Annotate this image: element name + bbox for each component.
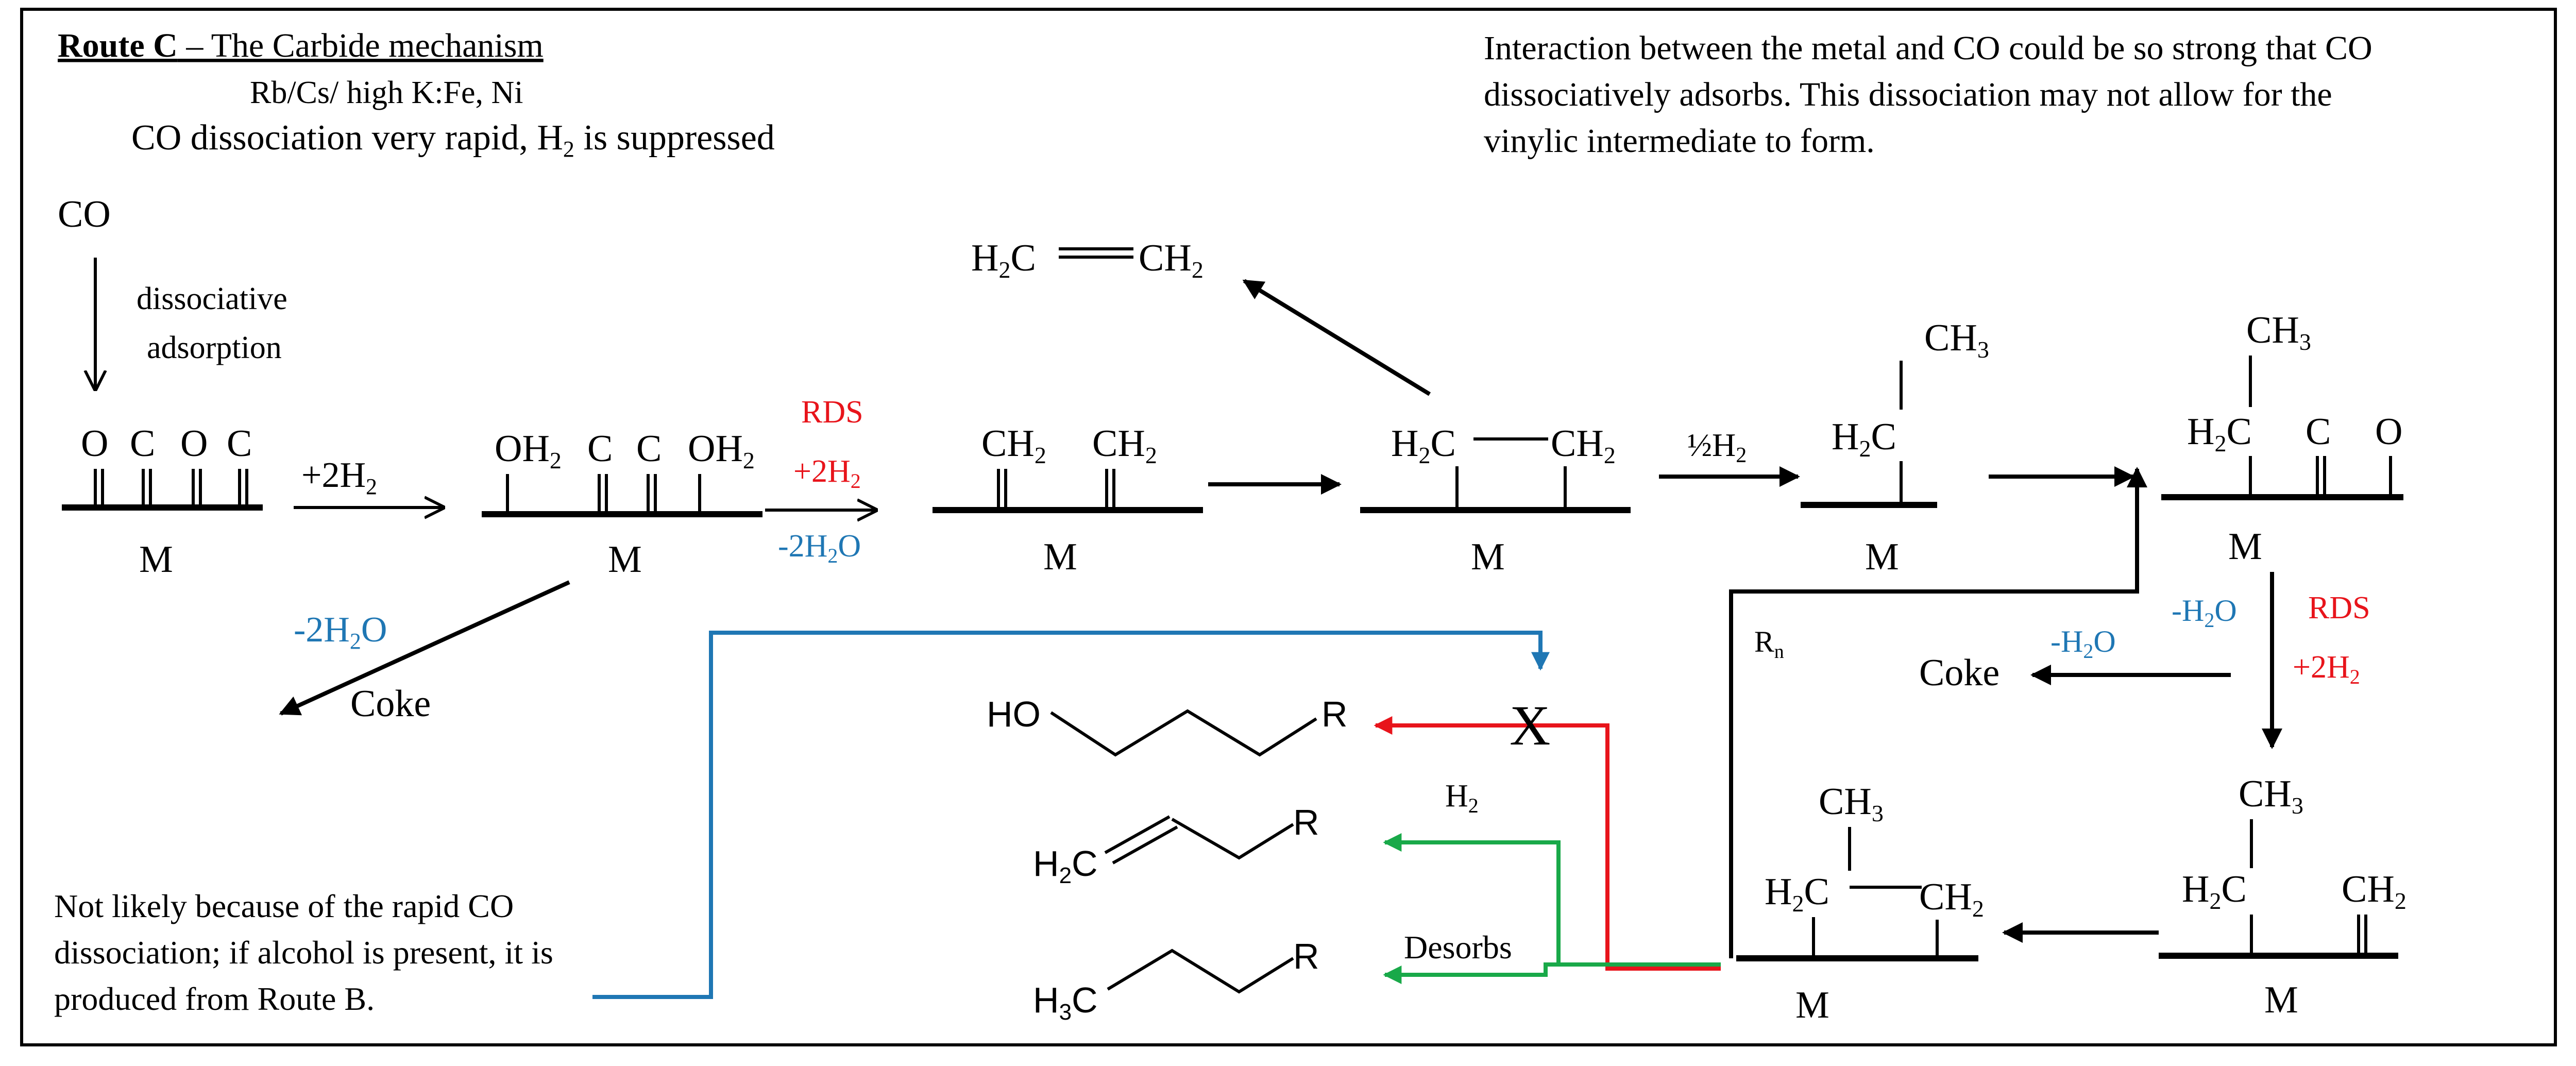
bottom-note-line-1: Not likely because of the rapid CO: [54, 888, 514, 924]
svg-text:-H2O: -H2O: [2050, 624, 2116, 663]
catalysts-label: Rb/Cs/ high K:Fe, Ni: [250, 75, 523, 110]
route-b-note-connector: [592, 631, 1550, 999]
coke-branch-2: Coke -H2O -H2O: [1919, 594, 2237, 694]
svg-text:CH2: CH2: [981, 422, 1046, 468]
svg-text:RDS: RDS: [2308, 590, 2370, 625]
svg-text:+2H2: +2H2: [793, 454, 861, 493]
svg-text:R: R: [1293, 802, 1319, 842]
svg-text:CH2: CH2: [1551, 422, 1616, 468]
svg-text:C: C: [227, 422, 252, 465]
svg-text:H2C: H2C: [1391, 422, 1456, 468]
svg-text:H2C: H2C: [2187, 411, 2252, 456]
alcohol-product: HO R: [987, 694, 1348, 757]
chain-recycle-path: Rn: [1729, 467, 2147, 958]
top-note-line-1: Interaction between the metal and CO cou…: [1484, 29, 2372, 67]
svg-text:O: O: [2375, 411, 2402, 453]
svg-text:R: R: [1321, 694, 1348, 734]
desorbs-label: Desorbs: [1404, 929, 1512, 966]
coke-product-2: Coke: [1919, 652, 1999, 694]
svg-text:CH3: CH3: [2246, 309, 2311, 355]
metal-label: M: [139, 538, 173, 581]
co-adsorption: CO dissociative adsorption: [58, 193, 287, 389]
surface-methylene: CH2 CH2 M: [933, 422, 1203, 578]
alcohol-path-blocked: [1374, 716, 1721, 971]
svg-text:C: C: [130, 422, 155, 465]
svg-text:H3C: H3C: [1033, 980, 1098, 1025]
svg-text:H2C: H2C: [1765, 871, 1829, 917]
svg-text:½H2: ½H2: [1687, 427, 1747, 467]
svg-text:R: R: [1293, 936, 1319, 976]
svg-text:M: M: [1795, 984, 1829, 1026]
adsorption-label: adsorption: [147, 330, 282, 365]
surface-carbide-oxide: O C O C M: [62, 422, 263, 581]
svg-text:RDS: RDS: [801, 395, 863, 430]
alkane-desorption-path: [1383, 962, 1721, 984]
svg-text:CH3: CH3: [1924, 317, 1989, 363]
svg-text:O: O: [81, 422, 108, 465]
svg-text:+2H2: +2H2: [2293, 650, 2360, 688]
svg-text:HO: HO: [987, 694, 1041, 734]
svg-text:-2H2O: -2H2O: [778, 529, 861, 567]
svg-text:C: C: [636, 428, 662, 470]
coke-product-1: Coke: [350, 683, 431, 725]
svg-text:M: M: [1471, 536, 1505, 578]
bottom-note-line-2: dissociation; if alcohol is present, it …: [54, 934, 553, 971]
svg-text:CH2: CH2: [1919, 876, 1984, 922]
svg-text:H2: H2: [1445, 779, 1479, 817]
svg-text:CH2: CH2: [1139, 237, 1204, 283]
header-block: Route C – The Carbide mechanism Rb/Cs/ h…: [58, 27, 775, 162]
top-note-line-3: vinylic intermediate to form.: [1484, 122, 1875, 160]
step-rds-2: RDS +2H2: [2262, 572, 2370, 749]
svg-text:OH2: OH2: [495, 428, 562, 473]
svg-text:+2H2: +2H2: [301, 455, 377, 499]
route-title: Route C – The Carbide mechanism: [58, 27, 544, 64]
svg-text:H2C: H2C: [1832, 416, 1896, 462]
alkene-product: H2C R: [1033, 802, 1319, 888]
svg-text:M: M: [2228, 526, 2262, 568]
svg-text:M: M: [1043, 536, 1077, 578]
svg-text:CH3: CH3: [1819, 781, 1884, 826]
ethylene-release: H2C CH2: [971, 237, 1431, 396]
svg-text:O: O: [180, 422, 208, 465]
dissociative-label: dissociative: [137, 281, 287, 316]
svg-text:CH3: CH3: [2239, 773, 2303, 819]
svg-text:H2C: H2C: [2182, 868, 2247, 914]
svg-text:CH2: CH2: [1092, 422, 1157, 468]
svg-text:C: C: [587, 428, 613, 470]
svg-text:M: M: [2264, 979, 2298, 1021]
bottom-note: Not likely because of the rapid CO disso…: [54, 888, 553, 1017]
svg-text:H2C: H2C: [1033, 843, 1098, 888]
svg-text:M: M: [1865, 536, 1899, 578]
svg-text:CH2: CH2: [2342, 868, 2406, 914]
svg-text:-H2O: -H2O: [2172, 594, 2237, 632]
top-note-line-2: dissociatively adsorbs. This dissociatio…: [1484, 76, 2332, 113]
co-reactant: CO: [58, 193, 111, 235]
step-hydrogenation-1: +2H2: [294, 455, 443, 507]
top-note: Interaction between the metal and CO cou…: [1484, 29, 2372, 160]
ethylene-product: H2C: [971, 237, 1036, 283]
blocked-x-mark: X: [1510, 694, 1550, 757]
co-dissociation-note: CO dissociation very rapid, H2 is suppre…: [131, 118, 775, 162]
surface-chain-growth: CH3 H2C CH2 M: [1736, 781, 1984, 1026]
surface-hydroxyl-carbon: OH2 C C OH2 M: [482, 428, 762, 581]
diagram-frame: [20, 8, 2557, 1046]
surface-propyl-carbide: CH3 H2C C O M: [2161, 309, 2403, 568]
svg-text:OH2: OH2: [688, 428, 755, 473]
svg-text:M: M: [608, 538, 642, 581]
svg-text:C: C: [2306, 411, 2331, 453]
coke-branch-1: -2H2O Coke: [279, 580, 570, 725]
alkane-product: H3C R: [1033, 936, 1319, 1025]
surface-ethylene-bridge: H2C CH2 M: [1360, 422, 1631, 578]
bottom-note-line-3: produced from Route B.: [54, 980, 375, 1017]
surface-propylidene: CH3 H2C CH2 M: [2159, 773, 2406, 1021]
step-half-hydrogen: ½H2: [1659, 427, 1800, 487]
surface-ethyl: CH3 H2C M: [1801, 317, 1989, 578]
step-rds-1: RDS +2H2 -2H2O: [765, 395, 876, 567]
svg-text:Rn: Rn: [1754, 625, 1784, 663]
svg-text:-2H2O: -2H2O: [294, 610, 387, 654]
